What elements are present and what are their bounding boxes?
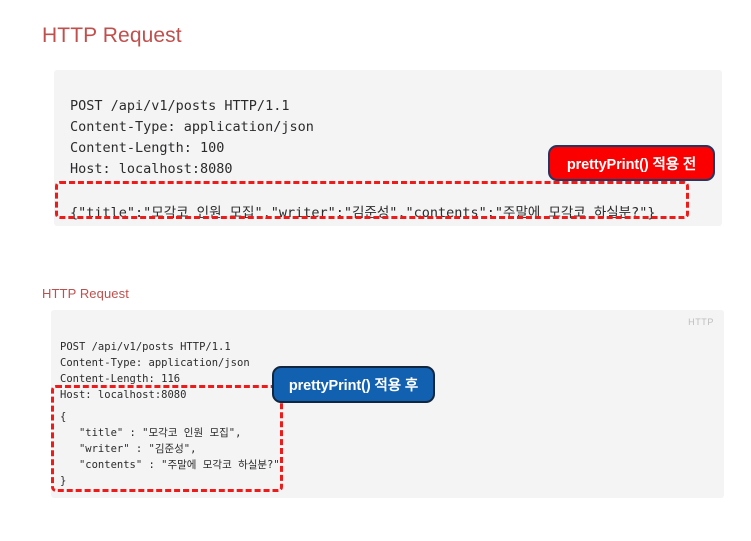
page-title-after: HTTP Request — [42, 286, 129, 301]
request-body-after: { "title" : "모각코 인원 모집", "writer" : "김준성… — [60, 410, 280, 487]
highlight-box-after — [51, 385, 283, 492]
code-block-after: HTTP — [51, 310, 724, 498]
http-request-before-section: HTTP Request POST /api/v1/posts HTTP/1.1… — [0, 0, 751, 260]
annotation-badge-after: prettyPrint() 적용 후 — [272, 366, 435, 403]
request-headers-after: POST /api/v1/posts HTTP/1.1 Content-Type… — [60, 340, 250, 401]
page-title-before: HTTP Request — [42, 24, 182, 47]
protocol-tag-label: HTTP — [688, 317, 714, 327]
highlight-box-before — [55, 181, 689, 219]
annotation-badge-before: prettyPrint() 적용 전 — [548, 145, 715, 181]
request-headers-before: POST /api/v1/posts HTTP/1.1 Content-Type… — [70, 97, 314, 177]
